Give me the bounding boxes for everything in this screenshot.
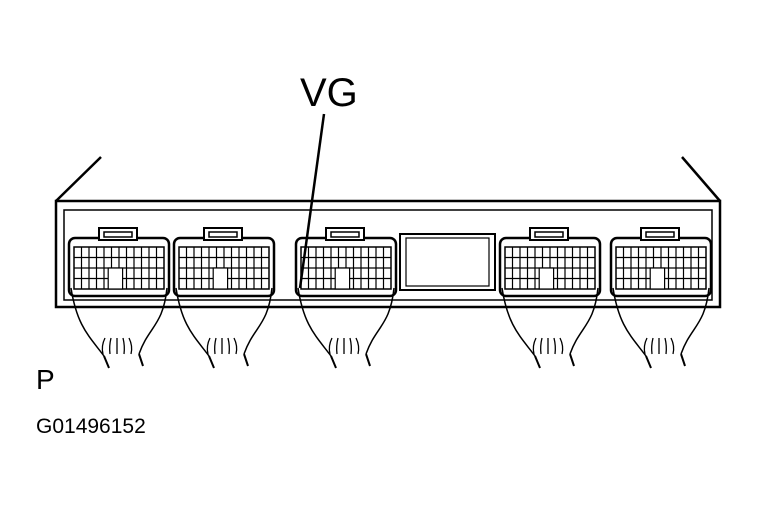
wire-bundle-end (208, 353, 249, 369)
wire-bundle-end (330, 353, 371, 369)
center-blank-inner (405, 237, 490, 287)
connector-key-gap (538, 267, 555, 290)
wire-strand (122, 337, 125, 355)
connector-2 (172, 227, 276, 369)
connector-latch-slot (208, 231, 238, 238)
wire-strand (101, 337, 106, 355)
figure-id-label: G01496152 (36, 415, 146, 438)
ecu-housing (54, 156, 722, 309)
wire-strand (355, 337, 360, 355)
wire-strand (540, 337, 543, 355)
wire-harness-right (243, 287, 273, 355)
center-blank-plate (399, 233, 496, 291)
wire-strand (349, 337, 352, 355)
wire-harness-left (501, 287, 536, 357)
connector-latch-slot (330, 231, 360, 238)
wire-strand (233, 337, 238, 355)
wire-harness-left (297, 287, 332, 357)
wire-bundle-end (103, 353, 144, 369)
connector-key-gap (334, 267, 351, 290)
wire-strand (206, 337, 211, 355)
wire-bundle-end (534, 353, 575, 369)
wire-strand (128, 337, 133, 355)
wire-harness-right (138, 287, 168, 355)
wire-strand (109, 337, 112, 355)
view-letter-label: P (36, 364, 55, 395)
ecu-top-edge-left (55, 156, 102, 202)
wire-harness-right (680, 287, 710, 355)
wire-harness-left (175, 287, 210, 357)
connector-latch-slot (534, 231, 564, 238)
wire-harness-left (70, 287, 105, 357)
vg-callout-label: VG (300, 71, 358, 115)
wire-strand (643, 337, 648, 355)
wire-harness-right (569, 287, 599, 355)
ecu-top-edge-right (681, 156, 721, 202)
connector-5 (609, 227, 713, 369)
wire-strand (214, 337, 217, 355)
vg-leader-line (298, 113, 326, 289)
connector-latch-slot (103, 231, 133, 238)
connector-key-gap (107, 267, 124, 290)
connector-group (67, 227, 713, 369)
wire-strand (559, 337, 564, 355)
ecu-body-outline (54, 199, 722, 309)
connector-key-gap (212, 267, 229, 290)
wire-strand (532, 337, 537, 355)
wire-strand (227, 337, 230, 355)
wire-harness-right (365, 287, 395, 355)
wire-strand (328, 337, 333, 355)
connector-3 (294, 227, 398, 369)
connector-4 (498, 227, 602, 369)
wire-bundle-end (645, 353, 686, 369)
connector-key-gap (649, 267, 666, 290)
connector-latch-slot (645, 231, 675, 238)
ecu-inner-panel (63, 209, 713, 301)
wire-harness-left (612, 287, 647, 357)
wire-strand (670, 337, 675, 355)
wire-strand (336, 337, 339, 355)
connector-1 (67, 227, 171, 369)
wire-strand (553, 337, 556, 355)
wire-strand (664, 337, 667, 355)
wire-strand (651, 337, 654, 355)
